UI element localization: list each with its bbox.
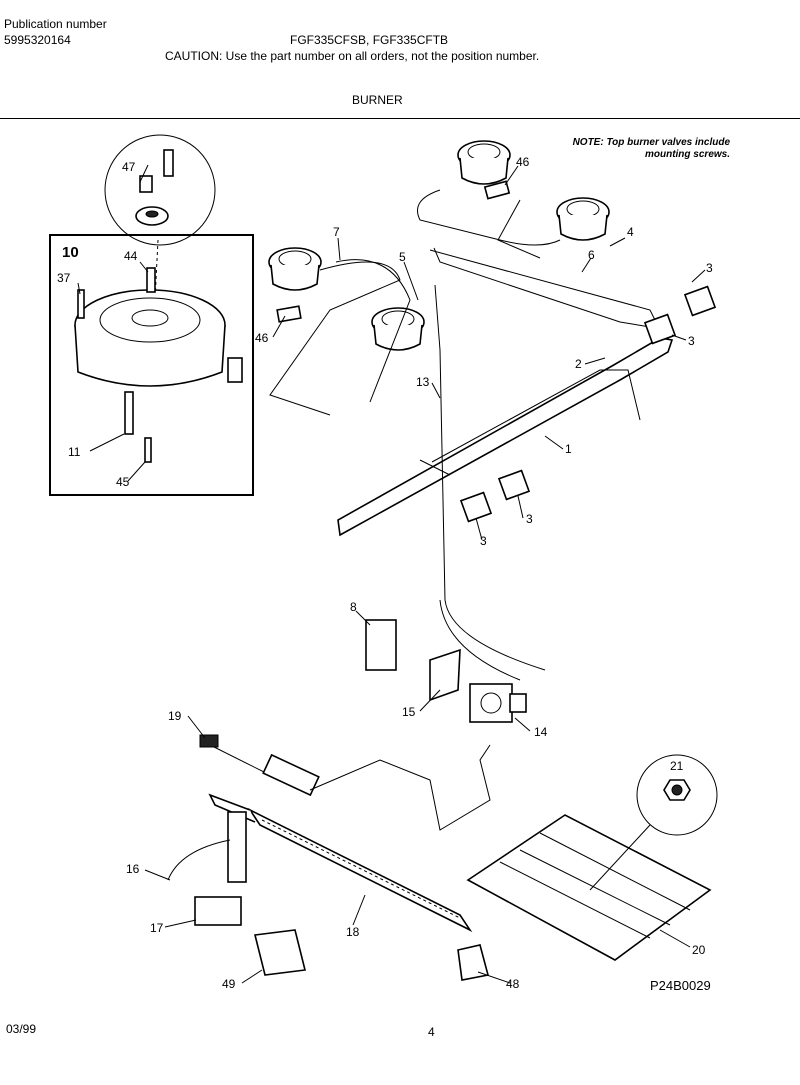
callout-21: 21 [670,759,684,773]
model-numbers: FGF335CFSB, FGF335CFTB [290,33,449,47]
regulator-bracket-15 [429,648,461,702]
heat-shield-3-d [497,469,531,501]
top-burner-rear-left [457,140,511,185]
burner-tubing [269,189,561,681]
callout-4: 4 [627,225,634,239]
bracket-49 [254,929,306,976]
callout-47: 47 [122,160,136,174]
callout-14: 14 [534,725,548,739]
callout-48: 48 [506,977,520,991]
callout-37: 37 [57,271,71,285]
callout-11: 11 [68,445,81,459]
callout-3-d: 3 [480,534,487,548]
callout-44: 44 [124,249,138,263]
caution-text: CAUTION: Use the part number on all orde… [165,49,540,63]
callout-45: 45 [116,475,130,489]
bracket-48 [457,944,489,981]
valve-note: NOTE: Top burner valves include mounting… [572,137,730,160]
header-divider [0,118,800,119]
heat-shield-3-b [643,313,677,345]
publication-label: Publication number [4,17,107,31]
callout-46-right: 46 [516,155,530,169]
callout-13: 13 [416,375,430,389]
heat-shield-3-a [683,285,717,317]
callout-18: 18 [346,925,360,939]
callout-8: 8 [350,600,357,614]
callout-2: 2 [575,357,582,371]
callout-16: 16 [126,862,140,876]
top-burner-front-left [268,247,322,291]
callout-5: 5 [399,250,406,264]
callout-6: 6 [588,248,595,262]
oven-valve-16-17 [167,811,247,926]
heat-shield-3-c [459,491,493,523]
oven-gas-tube [309,744,491,831]
callout-49: 49 [222,977,236,991]
callout-10: 10 [62,244,79,261]
publication-number: 5995320164 [4,33,71,47]
detail-circle-21 [589,754,718,891]
callout-15: 15 [402,705,416,719]
callout-3-c: 3 [526,512,533,526]
callout-1: 1 [565,442,572,456]
inset-box-10 [49,234,254,496]
revision-date: 03/99 [6,1022,37,1036]
section-title: BURNER [352,93,403,107]
callout-20: 20 [692,943,706,957]
callout-3-a: 3 [706,261,713,275]
valve-bracket-46-rear [483,180,511,200]
flame-spreader-20 [466,814,712,961]
top-burner-front-right [371,307,425,351]
oven-burner-18 [208,793,473,933]
spark-module-8 [365,619,397,671]
leader-lines [77,164,706,984]
callout-19: 19 [168,709,182,723]
igniter-19 [199,734,320,797]
callout-17: 17 [150,921,164,935]
callout-46-left: 46 [255,331,269,345]
drawing-code: P24B0029 [650,978,711,993]
top-burner-rear-right [556,197,610,241]
pressure-regulator-14 [469,683,527,723]
callout-3-b: 3 [688,334,695,348]
page-number: 4 [428,1025,435,1039]
valve-bracket-46-front [276,305,302,323]
callout-7: 7 [333,225,340,239]
